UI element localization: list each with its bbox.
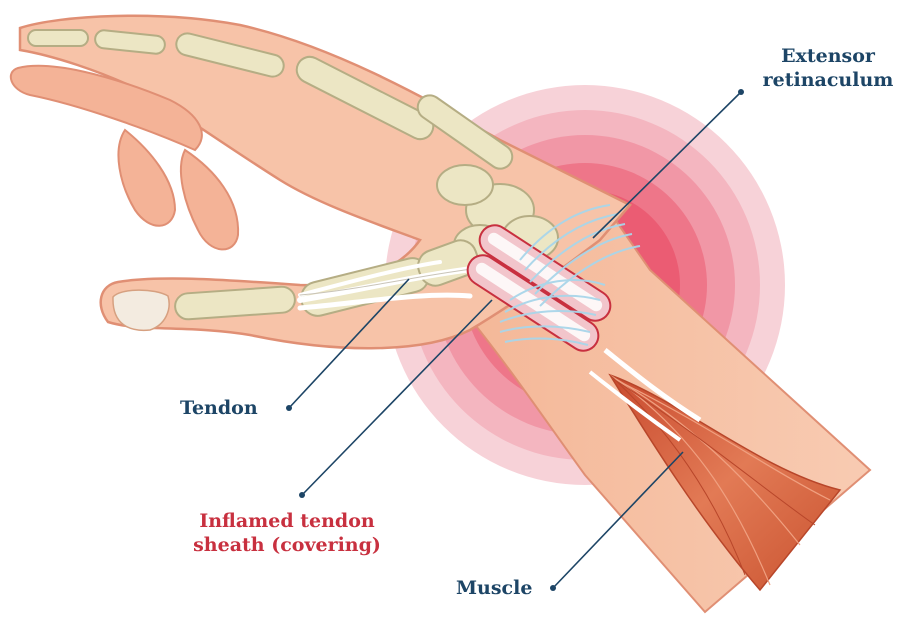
label-inflamed-line2: sheath (covering) — [172, 533, 402, 557]
label-extensor-retinaculum: Extensor retinaculum — [748, 44, 908, 92]
dot-extensor — [738, 89, 744, 95]
dot-muscle — [550, 585, 556, 591]
label-tendon: Tendon — [180, 396, 258, 420]
label-extensor-line2: retinaculum — [748, 68, 908, 92]
label-inflamed-tendon-sheath: Inflamed tendon sheath (covering) — [172, 509, 402, 557]
label-extensor-line1: Extensor — [748, 44, 908, 68]
label-muscle: Muscle — [456, 576, 532, 600]
label-inflamed-line1: Inflamed tendon — [172, 509, 402, 533]
dot-inflamed — [299, 492, 305, 498]
dot-tendon — [286, 405, 292, 411]
